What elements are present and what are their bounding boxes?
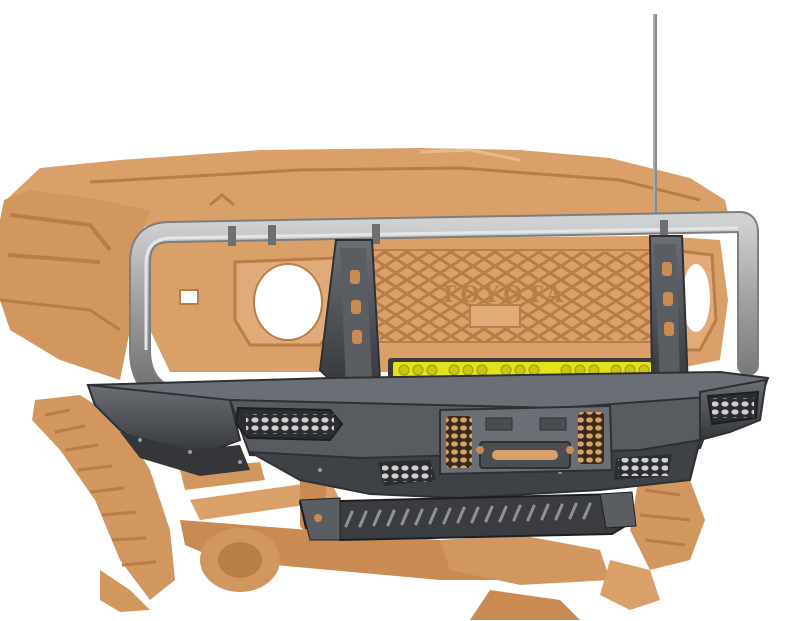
right-tyre bbox=[630, 470, 705, 570]
left-hex-vent bbox=[446, 416, 472, 468]
left-fender bbox=[0, 190, 150, 380]
right-headlight-opening bbox=[682, 264, 710, 332]
left-headlight-opening bbox=[254, 264, 322, 340]
bar-uprights bbox=[318, 235, 690, 394]
winch-mount bbox=[439, 404, 614, 476]
fog-lights bbox=[234, 390, 760, 486]
grille-badge: TOYOTA bbox=[440, 282, 567, 308]
right-hex-vent bbox=[578, 412, 604, 464]
bull-bar-hoop bbox=[129, 211, 759, 403]
left-tyre bbox=[32, 395, 175, 600]
hood-panel bbox=[6, 148, 730, 236]
skid-plate bbox=[298, 491, 637, 542]
grille-mesh bbox=[370, 250, 662, 342]
